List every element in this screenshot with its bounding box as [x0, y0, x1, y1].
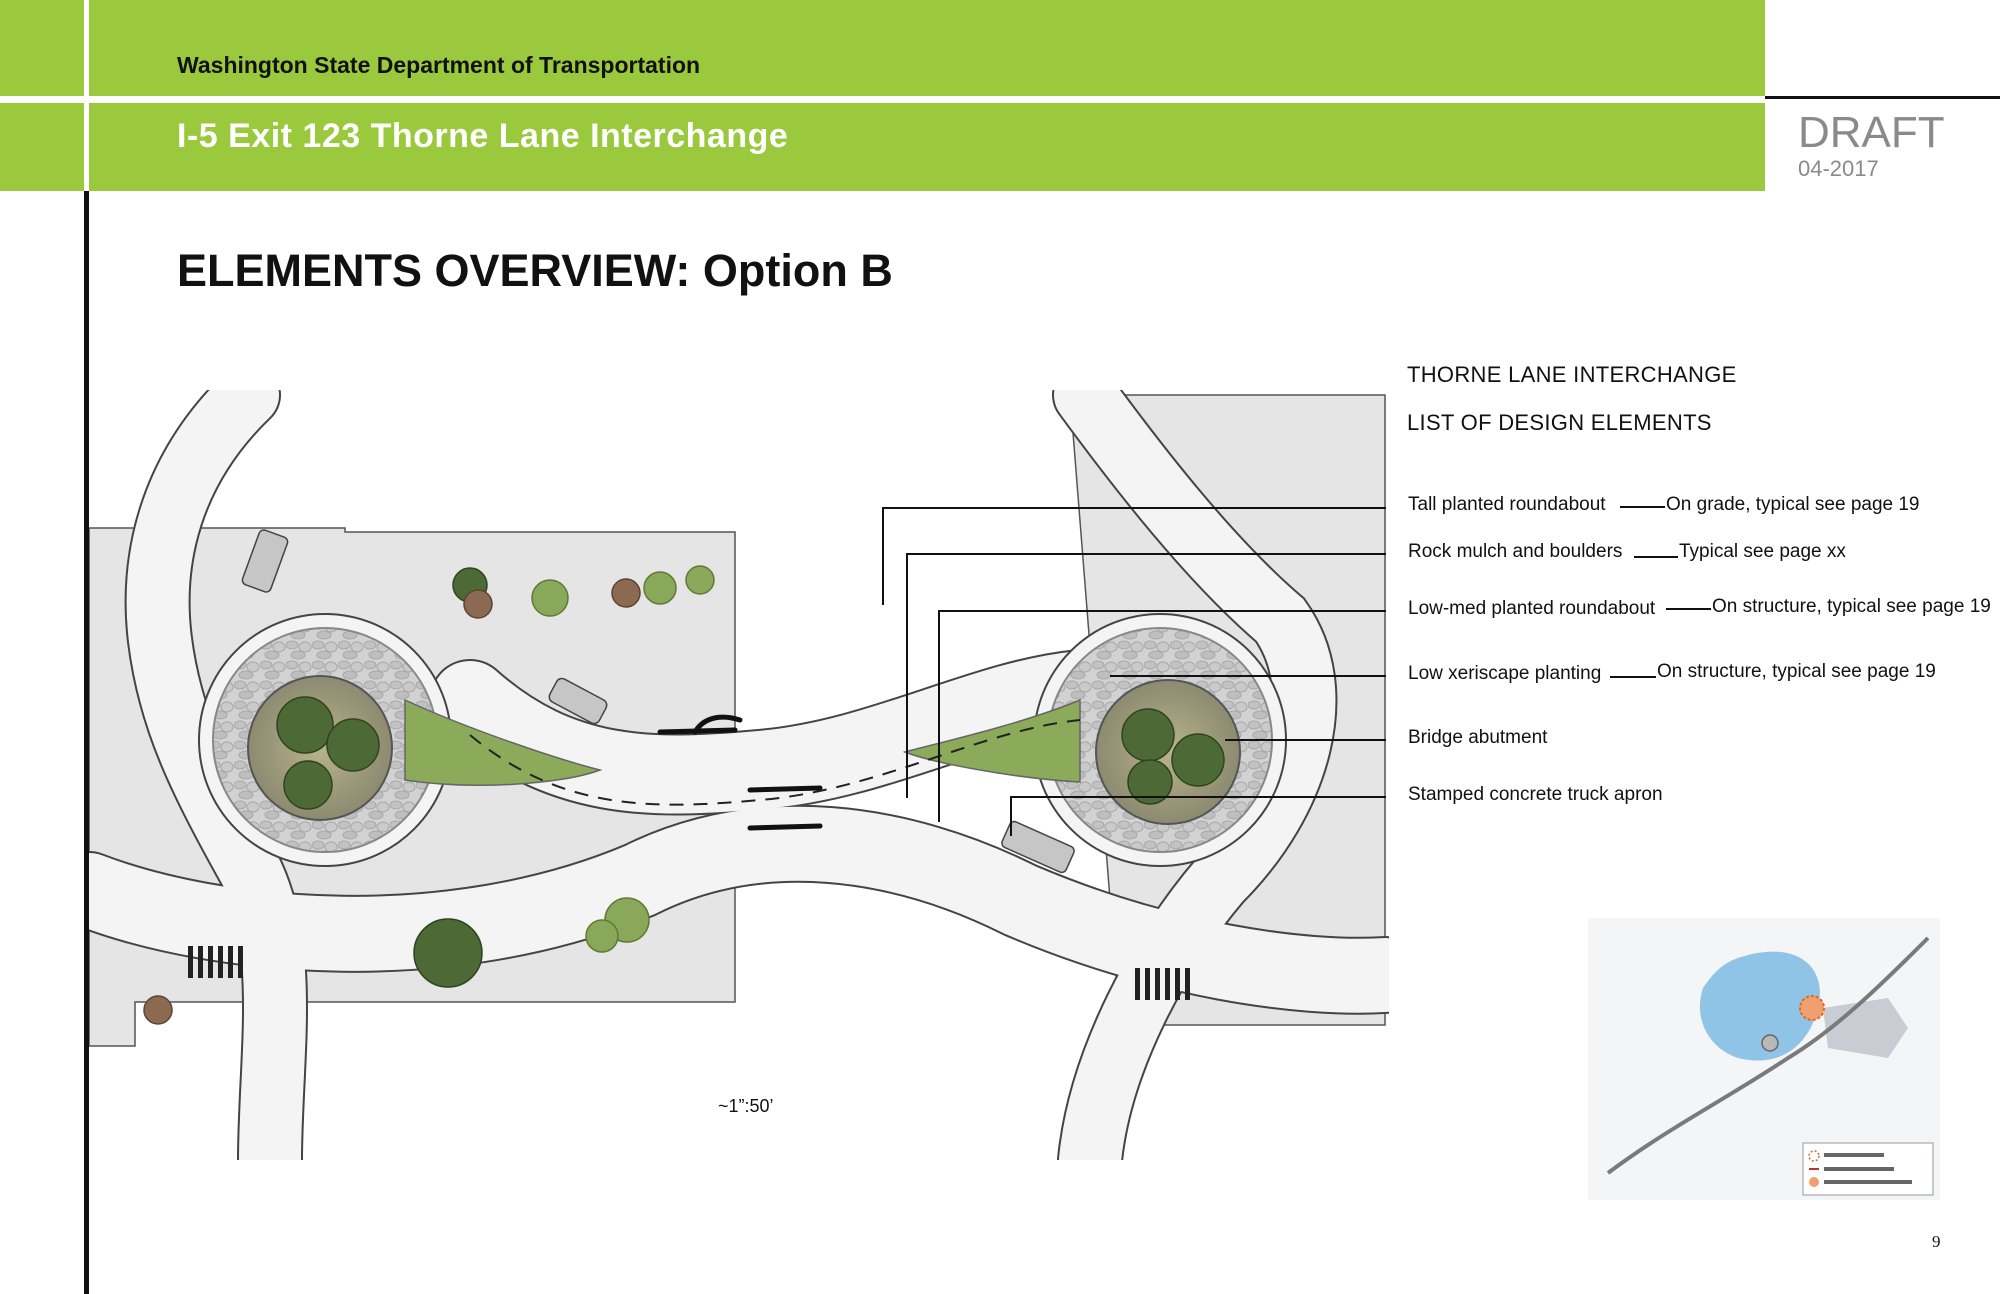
header-band-top [0, 0, 1765, 96]
leader-truck-apron-drop [1010, 796, 1012, 836]
leader-low-xeriscape [1110, 675, 1386, 677]
leader-low-med-roundabout-drop [938, 610, 940, 822]
legend-dash [1610, 676, 1656, 678]
leader-rock-mulch-drop [906, 553, 908, 798]
vicinity-map [1588, 918, 1940, 1200]
leader-rock-mulch [906, 553, 1386, 555]
leader-low-med-roundabout [938, 610, 1386, 612]
leader-bridge-abutment [1225, 739, 1386, 741]
draft-label: DRAFT [1798, 108, 1945, 157]
legend-dash [1666, 608, 1711, 610]
legend-dash [1620, 506, 1665, 508]
legend-item-bridge-abutment: Bridge abutment [1408, 727, 1548, 748]
leader-tall-planted-roundabout [882, 507, 1386, 509]
site-plan-illustration [89, 390, 1389, 1160]
legend-item-low-xeriscape: Low xeriscape planting [1408, 663, 1602, 684]
legend-note-low-xeriscape: On structure, typical see page 19 [1657, 661, 1936, 682]
legend-dash [1634, 556, 1678, 558]
draft-rule [1765, 96, 2000, 99]
legend-item-tall-planted-roundabout: Tall planted roundabout [1408, 494, 1606, 515]
leader-truck-apron [1010, 796, 1386, 798]
draft-date: 04-2017 [1798, 156, 1879, 181]
leader-tall-planted-roundabout-drop [882, 507, 884, 605]
project-title: I-5 Exit 123 Thorne Lane Interchange [177, 117, 789, 155]
page-title: ELEMENTS OVERVIEW: Option B [177, 245, 893, 296]
legend-heading-elements: LIST OF DESIGN ELEMENTS [1407, 410, 1712, 435]
legend-item-low-med-roundabout: Low-med planted roundabout [1408, 598, 1656, 619]
legend-note-low-med-roundabout: On structure, typical see page 19 [1712, 596, 1991, 617]
legend-note-rock-mulch: Typical see page xx [1679, 541, 1846, 562]
legend-note-tall-planted-roundabout: On grade, typical see page 19 [1666, 494, 1920, 515]
scale-note: ~1”:50’ [718, 1096, 774, 1116]
margin-rule-header [84, 0, 89, 191]
legend-heading-interchange: THORNE LANE INTERCHANGE [1407, 362, 1737, 387]
legend-item-rock-mulch: Rock mulch and boulders [1408, 541, 1623, 562]
header-band-bottom [0, 103, 1765, 191]
page-number: 9 [1932, 1232, 1941, 1251]
legend-item-truck-apron: Stamped concrete truck apron [1408, 784, 1663, 805]
organization-name: Washington State Department of Transport… [177, 52, 701, 78]
margin-rule [84, 191, 89, 1294]
